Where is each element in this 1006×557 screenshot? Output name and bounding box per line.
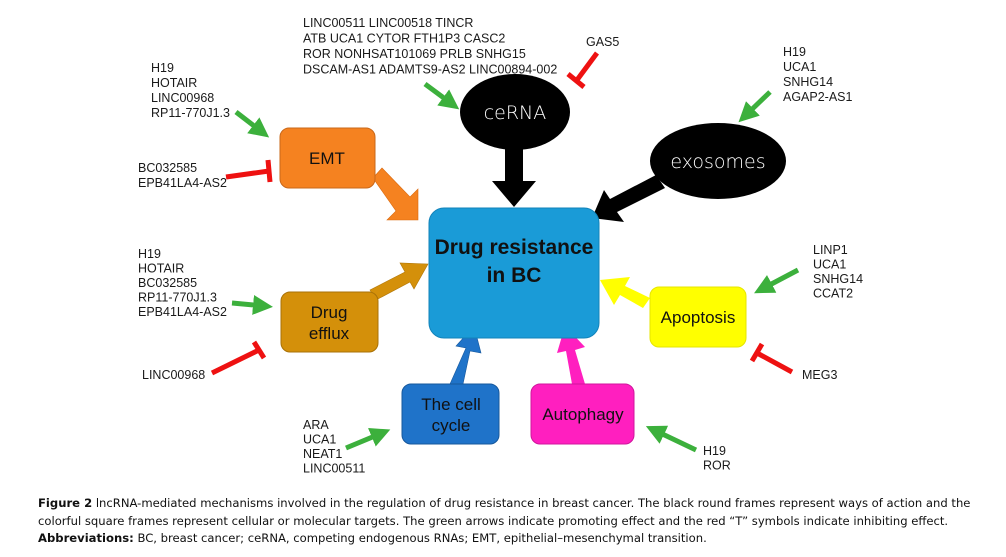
cerna-label: ceRNA <box>484 102 547 124</box>
exosomes-label: exosomes <box>670 151 765 173</box>
connector-arrows <box>369 143 665 385</box>
drug-efflux-promote-arrow <box>231 295 273 315</box>
target-drug-efflux: Drug efflux <box>280 291 379 353</box>
figure-caption: Figure 2 lncRNA-mediated mechanisms invo… <box>38 495 998 548</box>
lncrna-label: EPB41LA4-AS2 <box>138 305 227 319</box>
caption-text: lncRNA-mediated mechanisms involved in t… <box>38 496 971 528</box>
lncrna-label: UCA1 <box>303 433 336 447</box>
center-node: Drug resistance in BC <box>428 207 600 339</box>
target-emt: EMT <box>279 127 376 189</box>
lncrna-label: LINC00968 <box>151 91 214 105</box>
promoting-arrows <box>231 81 800 453</box>
lncrna-label: EPB41LA4-AS2 <box>138 176 227 190</box>
apoptosis-inhibit-symbol <box>749 342 794 375</box>
lncrna-label: H19 <box>783 45 806 59</box>
way-of-action-cerna: ceRNA <box>460 74 570 150</box>
abbreviations-text: BC, breast cancer; ceRNA, competing endo… <box>133 531 707 545</box>
apoptosis-to-center-arrow <box>600 277 650 308</box>
cerna-inhibitor-labels: GAS5 <box>586 35 619 49</box>
drug-efflux-promoter-labels: H19HOTAIRBC032585RP11-770J1.3EPB41LA4-AS… <box>138 247 227 319</box>
autophagy-promote-arrow <box>645 425 698 453</box>
lncrna-label: SNHG14 <box>783 75 833 89</box>
lncrna-label: BC032585 <box>138 276 197 290</box>
drug-efflux-inhibitor-labels: LINC00968 <box>142 368 205 382</box>
cerna-promote-arrow <box>423 81 460 110</box>
lncrna-label: ARA <box>303 418 329 432</box>
target-autophagy: Autophagy <box>530 383 635 445</box>
lncrna-label: UCA1 <box>813 258 846 272</box>
drug-efflux-to-center-arrow <box>369 262 429 301</box>
cell-cycle-label-line1: The cell <box>421 395 481 414</box>
lncrna-label: CCAT2 <box>813 287 853 301</box>
lncrna-label: LINC00511 LINC00518 TINCR <box>303 16 473 30</box>
apoptosis-label: Apoptosis <box>661 308 736 327</box>
lncrna-label: RP11-770J1.3 <box>138 291 217 305</box>
lncrna-label: ROR <box>703 459 731 473</box>
lncrna-label: LINC00511 <box>303 462 365 476</box>
lncrna-label: ROR NONHSAT101069 PRLB SNHG15 <box>303 47 526 61</box>
lncrna-label: RP11-770J1.3 <box>151 106 230 120</box>
lncrna-labels: LINC00511 LINC00518 TINCR ATB UCA1 CYTOR … <box>138 16 863 476</box>
lncrna-label: MEG3 <box>802 368 837 382</box>
exosomes-promote-arrow <box>738 90 772 123</box>
lncrna-label: SNHG14 <box>813 272 863 286</box>
lncrna-label: UCA1 <box>783 60 816 74</box>
emt-label: EMT <box>309 149 345 168</box>
apoptosis-inhibitor-labels: MEG3 <box>802 368 837 382</box>
diagram: ceRNA exosomes Drug resistance in BC EMT… <box>138 16 863 476</box>
emt-inhibit-symbol <box>225 159 273 183</box>
cell-cycle-promote-arrow <box>345 428 391 451</box>
way-of-action-exosomes: exosomes <box>650 123 786 199</box>
emt-promote-arrow <box>234 110 270 138</box>
lncrna-label: GAS5 <box>586 35 619 49</box>
lncrna-label: HOTAIR <box>151 76 197 90</box>
cerna-inhibit-symbol <box>566 51 600 89</box>
lncrna-label: H19 <box>138 247 161 261</box>
figure-label: Figure 2 <box>38 496 93 510</box>
lncrna-label: LINP1 <box>813 243 848 257</box>
cell-cycle-label-line2: cycle <box>432 416 471 435</box>
drug-efflux-label-line1: Drug <box>311 303 348 322</box>
target-cell-cycle: The cell cycle <box>401 383 500 445</box>
lncrna-label: H19 <box>703 444 726 458</box>
autophagy-to-center-arrow <box>557 326 585 384</box>
caption-paragraph: Figure 2 lncRNA-mediated mechanisms invo… <box>38 495 998 530</box>
cell-cycle-to-center-arrow <box>449 325 482 385</box>
target-apoptosis: Apoptosis <box>649 286 747 348</box>
center-title-line2: in BC <box>487 264 542 287</box>
autophagy-label: Autophagy <box>542 405 624 424</box>
lncrna-label: AGAP2-AS1 <box>783 90 853 104</box>
center-title-line1: Drug resistance <box>435 236 594 259</box>
cerna-to-center-arrow <box>492 143 536 207</box>
abbreviations-label: Abbreviations: <box>38 531 134 545</box>
lncrna-label: DSCAM-AS1 ADAMTS9-AS2 LINC00894-002 <box>303 63 557 77</box>
lncrna-label: ATB UCA1 CYTOR FTH1P3 CASC2 <box>303 32 505 46</box>
lncrna-label: LINC00968 <box>142 368 205 382</box>
lncrna-label: NEAT1 <box>303 447 342 461</box>
lncrna-label: BC032585 <box>138 161 197 175</box>
lncrna-label: HOTAIR <box>138 262 184 276</box>
inhibiting-symbols <box>210 51 794 376</box>
drug-efflux-inhibit-symbol <box>210 340 267 376</box>
drug-efflux-label-line2: efflux <box>309 324 350 343</box>
lncrna-label: H19 <box>151 61 174 75</box>
cerna-promoter-labels: LINC00511 LINC00518 TINCR ATB UCA1 CYTOR … <box>303 16 557 77</box>
exosomes-to-center-arrow <box>592 175 665 222</box>
emt-to-center-arrow <box>372 167 419 221</box>
apoptosis-promote-arrow <box>754 267 800 294</box>
abbreviations-paragraph: Abbreviations: BC, breast cancer; ceRNA,… <box>38 530 998 548</box>
